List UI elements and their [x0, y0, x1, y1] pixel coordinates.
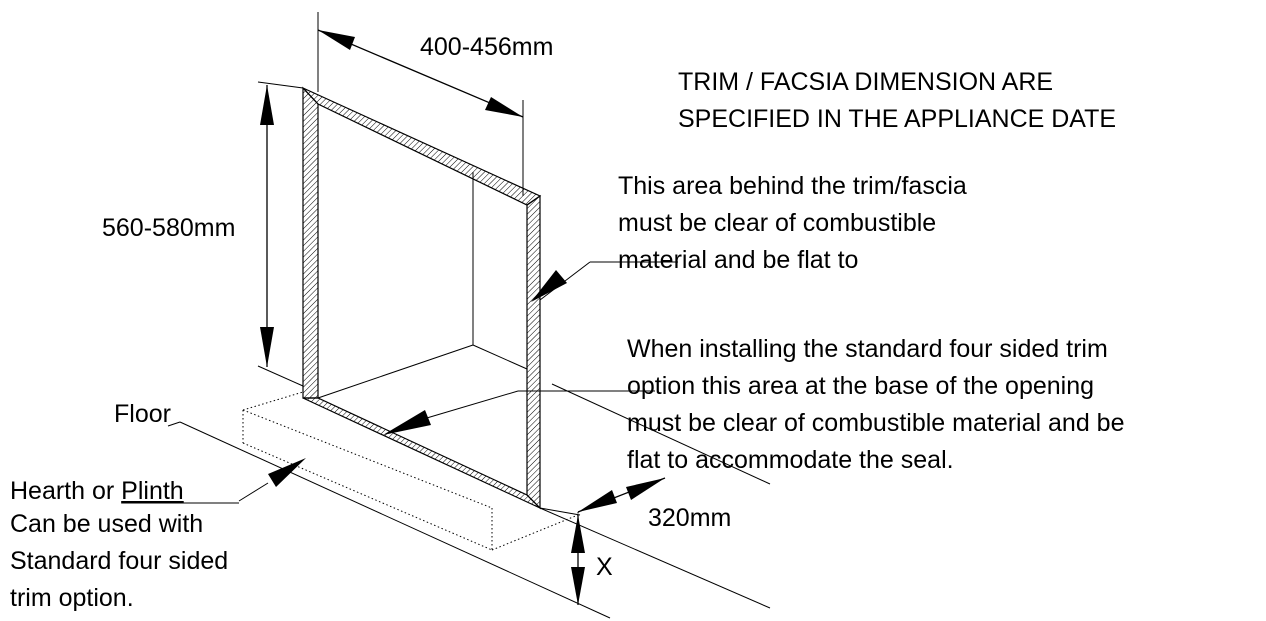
hearth-note-line-2: Standard four sided: [10, 547, 228, 575]
floor-leader: [167, 421, 181, 427]
height-dimension: [257, 81, 304, 367]
width-label: 400-456mm: [420, 33, 553, 61]
hearth-title-b: Plinth: [121, 477, 184, 505]
behind-trim-note-line-3: material and be flat to: [618, 246, 858, 274]
hearth-note-line-1: Can be used with: [10, 510, 203, 538]
behind-trim-note-line-1: This area behind the trim/fascia: [618, 172, 967, 200]
header-note-line-1: TRIM / FACSIA DIMENSION ARE: [678, 68, 1053, 96]
height-label: 560-580mm: [102, 214, 235, 242]
base-area-note-line-3: must be clear of combustible material an…: [627, 409, 1124, 437]
opening-recess: [317, 172, 528, 399]
hearth-note-line-3: trim option.: [10, 584, 134, 612]
base-area-note-line-4: flat to accommodate the seal.: [627, 446, 954, 474]
hearth-height-label: X: [596, 553, 613, 581]
depth-label: 320mm: [648, 504, 731, 532]
base-area-note-line-2: option this area at the base of the open…: [627, 372, 1094, 400]
trim-fascia-frame: [302, 86, 542, 510]
width-dimension: [317, 12, 524, 196]
floor-lines: [179, 365, 771, 619]
floor-label: Floor: [114, 400, 171, 428]
base-area-note-line-1: When installing the standard four sided …: [627, 335, 1108, 363]
header-note-line-2: SPECIFIED IN THE APPLIANCE DATE: [678, 105, 1116, 133]
base-area-leader: [383, 390, 655, 435]
hearth-leader: [238, 458, 306, 502]
depth-dimension: [577, 477, 666, 513]
hearth-title-a: Hearth or: [10, 477, 121, 505]
behind-trim-note-line-2: must be clear of combustible: [618, 209, 936, 237]
behind-trim-leader: [531, 261, 678, 302]
hearth-title: Hearth or Plinth: [10, 477, 184, 505]
hearth-height-dimension: [571, 515, 585, 605]
